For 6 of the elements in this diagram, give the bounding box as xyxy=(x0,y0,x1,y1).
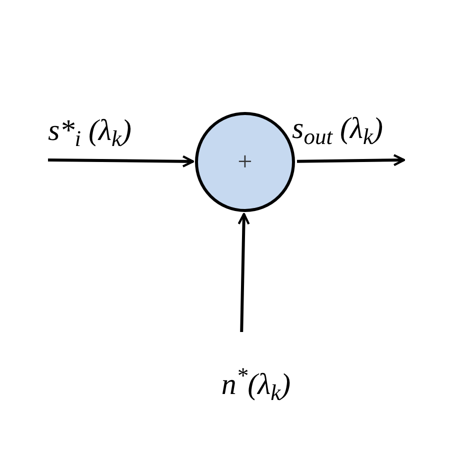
arrow xyxy=(48,155,194,168)
signal-label: n$^{*}$(λ$_{k}$) xyxy=(221,366,291,404)
signal-label: s*$_{i}$ (λ$_{k}$) xyxy=(48,113,132,150)
signal-label: s$_{out}$ (λ$_{k}$) xyxy=(292,111,383,148)
arrow xyxy=(238,212,250,332)
arrow xyxy=(296,154,406,166)
